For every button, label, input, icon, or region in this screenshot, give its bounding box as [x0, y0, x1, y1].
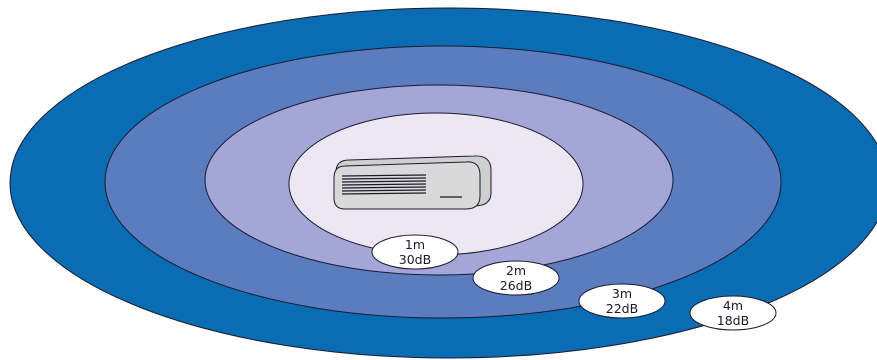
- zone-label-3m-distance: 3m: [612, 286, 632, 301]
- zone-label-4m-distance: 4m: [723, 298, 743, 313]
- zone-label-1m-noise: 30dB: [399, 252, 431, 267]
- zone-label-1m-distance: 1m: [405, 237, 425, 252]
- zone-label-2m-distance: 2m: [506, 263, 526, 278]
- zone-label-4m-noise: 18dB: [717, 313, 749, 328]
- zone-label-3m-noise: 22dB: [606, 301, 638, 316]
- projector-icon: [333, 155, 492, 210]
- zone-label-1m: 1m 30dB: [371, 234, 459, 270]
- zone-label-4m: 4m 18dB: [689, 295, 777, 331]
- zone-label-2m-noise: 26dB: [500, 278, 532, 293]
- zone-label-3m: 3m 22dB: [578, 283, 666, 319]
- zone-label-2m: 2m 26dB: [472, 260, 560, 296]
